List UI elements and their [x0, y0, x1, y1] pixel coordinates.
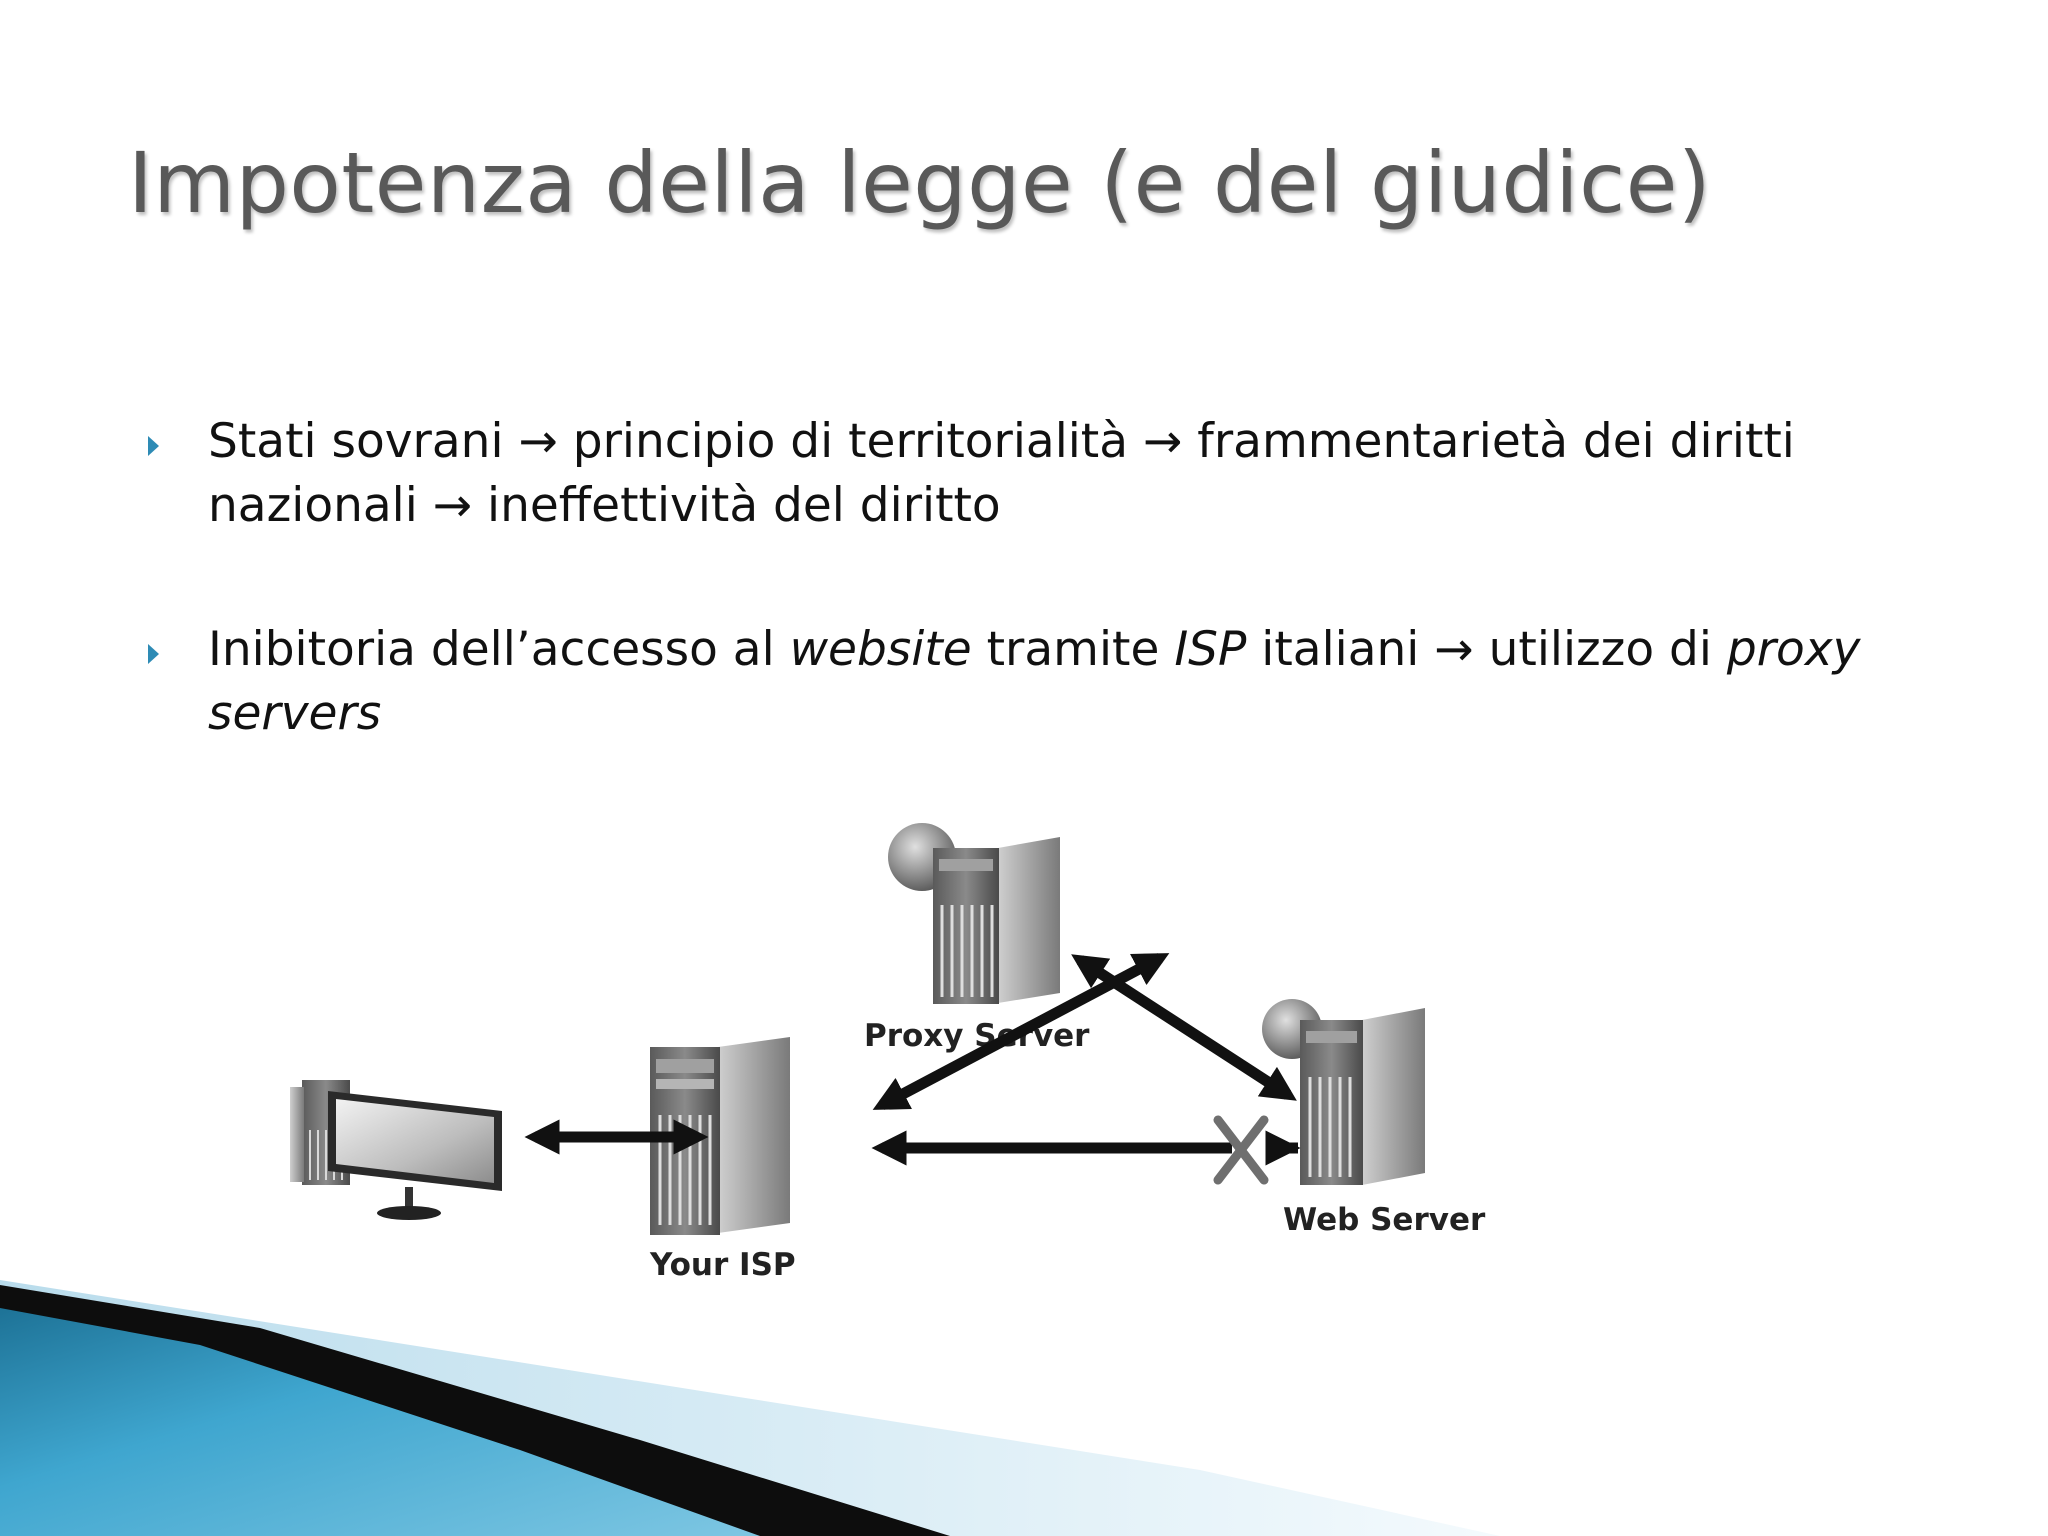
bullet-text: Inibitoria dell’accesso al website trami…	[208, 618, 1948, 746]
bullet-text-part-italic: website	[789, 622, 972, 677]
bullet-item: Stati sovrani → principio di territorial…	[148, 410, 1948, 538]
bullet-text-part: Inibitoria dell’accesso al	[208, 622, 790, 677]
bullet-list: Stati sovrani → principio di territorial…	[148, 410, 1948, 826]
bullet-text-part: italiani → utilizzo di	[1246, 622, 1727, 677]
isp-label: Your ISP	[649, 1247, 796, 1283]
bullet-text: Stati sovrani → principio di territorial…	[208, 410, 1948, 538]
proxy-web-arrow	[1071, 954, 1297, 1101]
decorative-wave-shape	[0, 1280, 1500, 1536]
bullet-text-part: Stati sovrani → principio di territorial…	[208, 414, 1795, 533]
bullet-text-part: tramite	[971, 622, 1175, 677]
bullet-text-part-italic: ISP	[1174, 622, 1247, 677]
proxy-diagram-svg: Your ISP Proxy Server	[290, 823, 1486, 1283]
client-computer-icon	[290, 1080, 502, 1220]
triangle-bullet-icon	[148, 644, 159, 664]
proxy-server-icon	[888, 823, 1060, 1004]
bullet-item: Inibitoria dell’accesso al website trami…	[148, 618, 1948, 746]
bullet-text-part-italic: proxy servers	[208, 622, 1861, 741]
triangle-bullet-icon	[148, 436, 159, 456]
slide-title: Impotenza della legge (e del giudice)	[128, 134, 1712, 232]
blocked-x-icon	[1213, 1115, 1269, 1185]
web-server-label: Web Server	[1283, 1202, 1486, 1238]
proxy-diagram: Your ISP Proxy Server	[280, 815, 1800, 1295]
